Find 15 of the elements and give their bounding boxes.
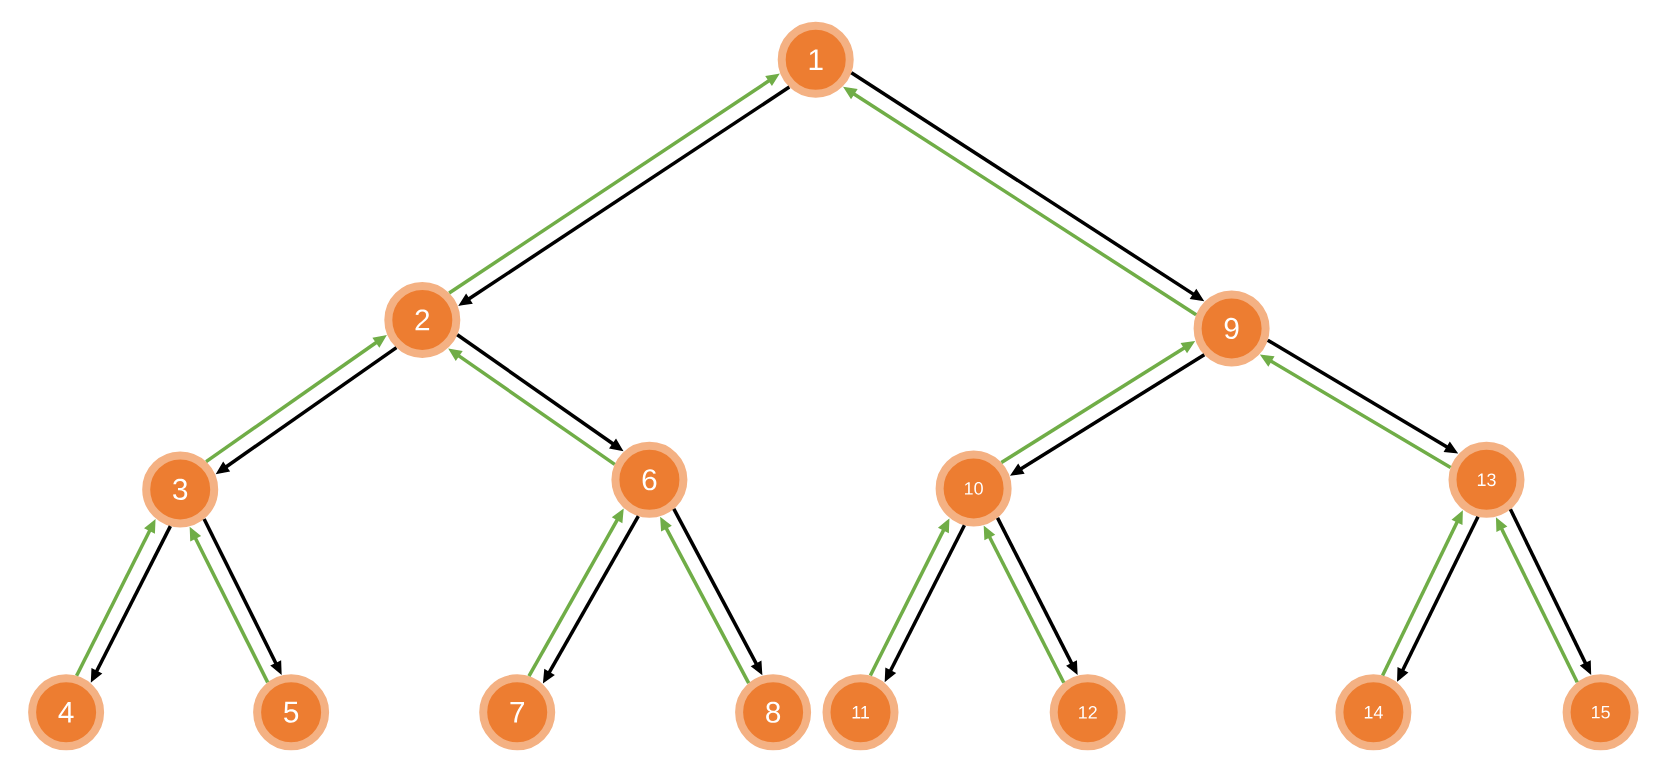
- tree-node: 2: [384, 281, 461, 358]
- tree-node: 14: [1335, 674, 1412, 751]
- tree-node: 9: [1193, 290, 1270, 367]
- tree-node: 7: [479, 674, 556, 751]
- tree-node: 15: [1562, 674, 1639, 751]
- tree-node: 13: [1448, 441, 1525, 518]
- tree-node: 12: [1049, 674, 1126, 751]
- tree-node: 8: [735, 674, 812, 751]
- tree-node: 11: [822, 674, 899, 751]
- tree-node: 4: [28, 674, 105, 751]
- tree-node: 6: [611, 441, 688, 518]
- tree-node: 3: [142, 451, 219, 528]
- tree-node: 10: [935, 450, 1012, 527]
- tree-node: 5: [253, 674, 330, 751]
- tree-node: 1: [777, 21, 854, 98]
